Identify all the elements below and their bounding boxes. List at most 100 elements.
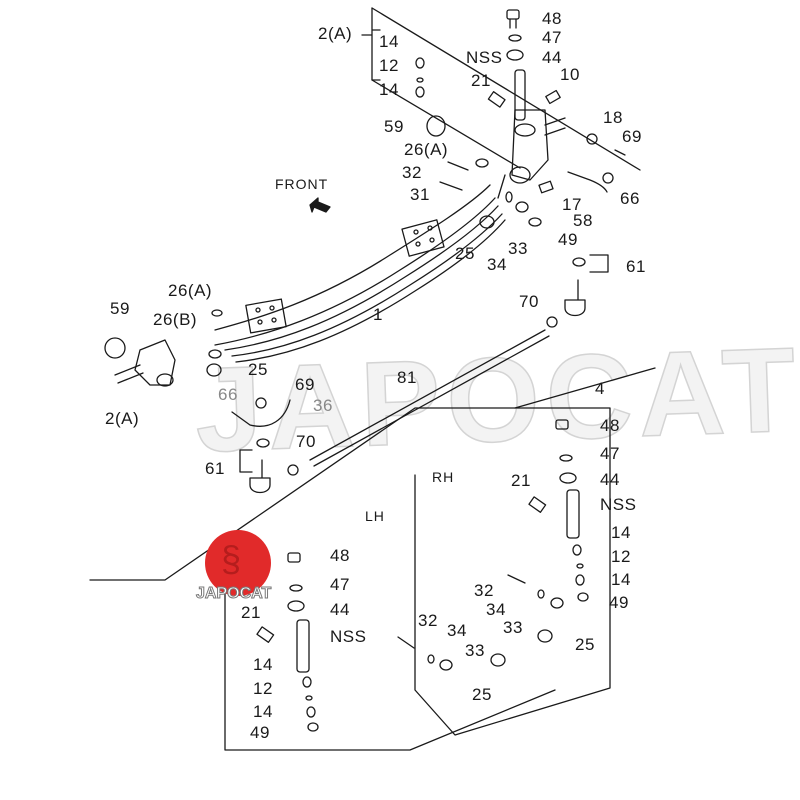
rh-label-14b: 14: [611, 570, 631, 589]
part-26a-left: [211, 309, 223, 317]
lh-label-47: 47: [330, 575, 350, 594]
lh-label-34: 34: [447, 621, 467, 640]
part-25-top: [479, 215, 495, 229]
label-44-top: 44: [542, 48, 562, 67]
rh-label-49: 49: [609, 593, 629, 612]
callout-box-lh: [224, 544, 556, 751]
lh-label-14b: 14: [253, 702, 273, 721]
knuckle-left: [114, 339, 176, 387]
lh-label-12: 12: [253, 679, 273, 698]
lh-label-21: 21: [241, 603, 261, 622]
rh-label-47: 47: [600, 444, 620, 463]
rh-label-14a: 14: [611, 523, 631, 542]
lh-part-21: [256, 626, 275, 643]
lh-part-32: [397, 636, 415, 649]
part-44-nut-top: [506, 49, 524, 61]
label-49-top: 49: [558, 230, 578, 249]
label-14a-top: 14: [379, 32, 399, 51]
lh-part-49: [307, 722, 319, 732]
part-61-tierod-end-left: [249, 459, 271, 494]
part-14-top-b: [415, 86, 425, 98]
lh-part-14b: [306, 706, 316, 718]
lh-part-25: [490, 653, 506, 667]
label-26a-left: 26(A): [168, 281, 213, 300]
lh-label-14a: 14: [253, 655, 273, 674]
label-47-top: 47: [542, 28, 562, 47]
label-2a-top: 2(A): [318, 24, 353, 43]
lh-part-12: [305, 695, 313, 701]
label-61-top: 61: [626, 257, 646, 276]
lh-label-48: 48: [330, 546, 350, 565]
rh-label: RH: [432, 469, 455, 485]
part-61-tierod-end-top: [564, 279, 586, 317]
rh-part-14a: [572, 544, 582, 556]
label-61-left: 61: [205, 459, 225, 478]
label-70-left: 70: [296, 432, 316, 451]
bracket-2a-top: [361, 7, 381, 81]
rh-label-33: 33: [503, 618, 523, 637]
lh-label-44: 44: [330, 600, 350, 619]
logo-text: JAPOCAT: [195, 585, 272, 603]
label-34-top: 34: [487, 255, 507, 274]
rh-label-32: 32: [474, 581, 494, 600]
part-32-top: [447, 161, 469, 171]
lh-part-47: [289, 584, 303, 592]
part-66-top: [602, 172, 614, 184]
part-36-arm: [231, 399, 291, 427]
rh-part-nss: [566, 489, 580, 539]
rh-part-49: [577, 592, 589, 602]
part-70-nut-top: [546, 316, 558, 328]
label-66-top: 66: [620, 189, 640, 208]
rh-label-21: 21: [511, 471, 531, 490]
rh-label-25: 25: [575, 635, 595, 654]
label-4: 4: [595, 379, 605, 398]
rh-part-25: [537, 629, 553, 643]
part-17-bolt: [538, 180, 554, 194]
label-69-top: 69: [622, 127, 642, 146]
rh-part-32: [507, 574, 526, 584]
part-70-nut-left: [287, 464, 299, 476]
part-14-top-a: [415, 57, 425, 69]
label-14b-top: 14: [379, 80, 399, 99]
part-26b-left: [208, 349, 222, 359]
part-26a-top: [475, 158, 489, 168]
lh-part-14a: [302, 676, 312, 688]
part-34-top: [505, 191, 513, 203]
rh-label-34: 34: [486, 600, 506, 619]
leader-knuckle: [371, 79, 521, 169]
knuckle-top: [497, 109, 566, 199]
label-21-top: 21: [471, 71, 491, 90]
label-70-top: 70: [519, 292, 539, 311]
axle-beam: [214, 184, 506, 363]
rh-label-12: 12: [611, 547, 631, 566]
rh-label-44: 44: [600, 470, 620, 489]
front-label: FRONT: [275, 176, 329, 192]
part-81-tierod: [309, 329, 550, 467]
lh-label-32: 32: [418, 611, 438, 630]
rh-label-nss: NSS: [600, 495, 637, 514]
part-10-bolt: [545, 89, 561, 105]
label-48-top: 48: [542, 9, 562, 28]
label-26b-left: 26(B): [153, 310, 198, 329]
label-66-left: 66: [218, 385, 238, 404]
logo-dragon-icon: §: [221, 538, 242, 579]
label-2a-left: 2(A): [105, 409, 140, 428]
lh-label-33: 33: [465, 641, 485, 660]
lh-part-44: [287, 600, 305, 612]
lh-part-33: [439, 659, 453, 671]
part-61-seal-left: [256, 438, 270, 448]
callout-box-rh: [414, 407, 611, 736]
part-31-top: [439, 181, 463, 191]
label-69-left: 69: [295, 375, 315, 394]
part-21-fitting-top: [487, 91, 506, 108]
part-nss-pin-top: [514, 69, 526, 121]
part-48-bolt-top: [506, 9, 520, 29]
label-81: 81: [397, 368, 417, 387]
lh-part-34: [427, 654, 435, 664]
rh-part-48: [555, 419, 569, 430]
rh-part-14b: [575, 574, 585, 586]
rh-part-34: [537, 589, 545, 599]
label-36: 36: [313, 396, 333, 415]
front-arrow-icon: [309, 197, 331, 213]
part-47-washer-top: [508, 34, 522, 42]
